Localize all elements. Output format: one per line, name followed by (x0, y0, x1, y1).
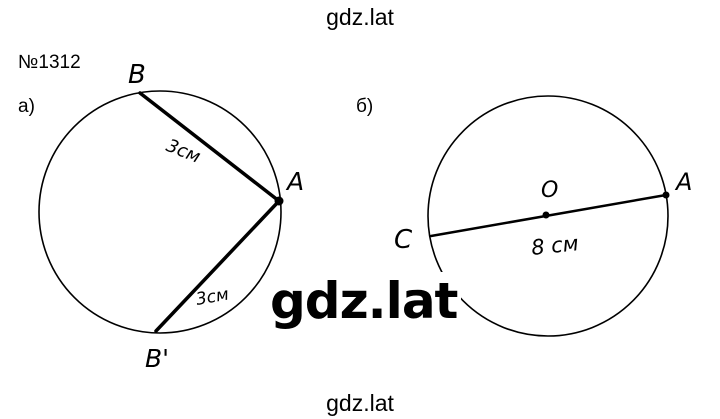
label-b-prime: B' (145, 344, 169, 373)
circle-a (38, 90, 282, 334)
problem-number: №1312 (18, 52, 81, 73)
label-ab-prime-length: 3см (194, 284, 230, 309)
figure-b: O C A 8 см (394, 95, 692, 337)
point-d-dot (662, 191, 670, 199)
label-ab-length: 3см (163, 135, 203, 168)
part-b-label: б) (356, 96, 374, 117)
label-o: O (541, 178, 558, 203)
center-o-dot (542, 211, 550, 219)
chord-ab-prime (154, 199, 281, 333)
label-d: A (674, 168, 692, 196)
watermark-center: gdz.lat (266, 272, 462, 330)
watermark-bottom: gdz.lat (326, 390, 394, 416)
label-b: B (128, 60, 146, 90)
label-c: C (394, 225, 413, 255)
chord-ab (138, 91, 281, 203)
circle-b (427, 95, 669, 337)
part-a-label: а) (18, 96, 35, 117)
label-a: A (285, 167, 304, 196)
watermark-top: gdz.lat (326, 4, 394, 30)
label-diameter-length: 8 см (530, 231, 580, 260)
point-a-dot (274, 196, 284, 206)
figure-a: B A B' 3см 3см (38, 60, 304, 373)
